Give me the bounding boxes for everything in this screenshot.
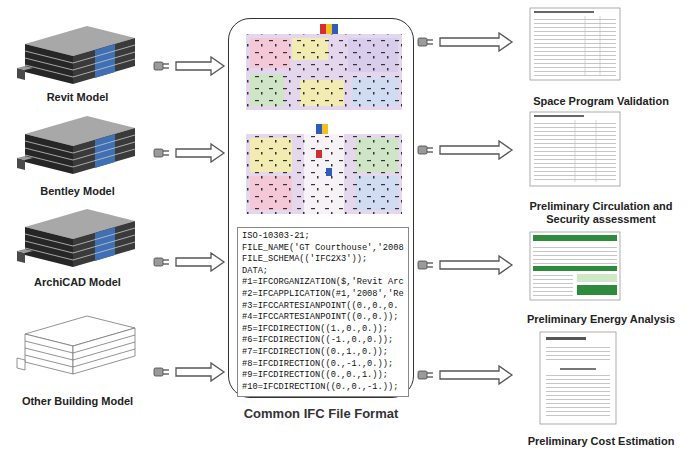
plug-icon [154,368,169,376]
analysis-output: Preliminary Energy Analysis [516,228,686,326]
plug-icon [418,146,433,154]
plug-icon [418,261,433,269]
building-model [17,316,135,374]
building-model: ArchiCAD Model [5,203,150,289]
report-thumbnail [540,332,616,424]
building-model: Other Building Model [5,300,150,408]
hollow-arrow [418,256,512,274]
plug-icon [154,62,169,70]
analysis-output: Preliminary Circulation and Security ass… [516,110,686,226]
code-line: FILE_NAME('GT Courthouse','2008 [242,243,404,255]
model-label: ArchiCAD Model [5,276,150,289]
building-model: Bentley Model [5,110,150,198]
plug-icon [418,371,433,379]
code-line: #2=IFCAPPLICATION(#1,'2008','Re [242,289,404,301]
ifc-code-block: ISO-10303-21;FILE_NAME('GT Courthouse','… [237,227,409,397]
plug-icon [418,38,433,46]
building-model [17,26,135,84]
floor-plan [246,124,402,214]
plug-icon [154,149,169,157]
output-label: Preliminary Energy Analysis [516,313,686,326]
plug-icon [154,258,169,266]
code-line: #7=IFCDIRECTION((0.,1.,0.)); [242,347,404,359]
model-label: Revit Model [5,91,150,104]
ifc-container: Common IFC File FormatISO-10303-21;FILE_… [228,18,414,398]
code-line: DATA; [242,266,404,278]
model-label: Bentley Model [5,185,150,198]
analysis-output: Preliminary Cost Estimation [516,328,686,448]
output-label: Preliminary Circulation and Security ass… [516,200,686,226]
format-caption: Common IFC File Format [209,406,433,421]
code-line: #5=IFCDIRECTION((1.,0.,0.)); [242,324,404,336]
building-model [17,116,135,174]
building-model [17,209,135,267]
code-line: #1=IFCORGANIZATION($,'Revit Arc [242,277,404,289]
hollow-arrow [154,57,224,75]
code-line: #3=IFCCARTESIANPOINT((0.,0.,0. [242,301,404,313]
hollow-arrow [418,33,512,51]
report-thumbnail [530,232,620,300]
hollow-arrow [418,141,512,159]
building-model: Revit Model [5,20,150,104]
hollow-arrow [418,366,512,384]
model-label: Other Building Model [5,395,150,408]
hollow-arrow [154,144,224,162]
hollow-arrow [154,363,224,381]
analysis-output: Space Program Validation [516,4,686,108]
code-line: #6=IFCDIRECTION((-1.,0.,0.)); [242,335,404,347]
code-line: FILE_SCHEMA(('IFC2X3')); [242,254,404,266]
code-line: ISO-10303-21; [242,231,404,243]
hollow-arrow [154,253,224,271]
report-thumbnail [530,112,620,186]
output-label: Space Program Validation [516,95,686,108]
code-line: #10=IFCDIRECTION((0.,0.,-1.)); [242,382,404,394]
code-line: #4=IFCCARTESIANPOINT((0.,0.)); [242,312,404,324]
code-line: #8=IFCDIRECTION((0.,-1.,0.)); [242,359,404,371]
output-label: Preliminary Cost Estimation [516,435,686,448]
code-line: #9=IFCDIRECTION((0.,0.,1.)); [242,370,404,382]
floor-plan [246,24,402,110]
report-thumbnail [530,8,620,80]
